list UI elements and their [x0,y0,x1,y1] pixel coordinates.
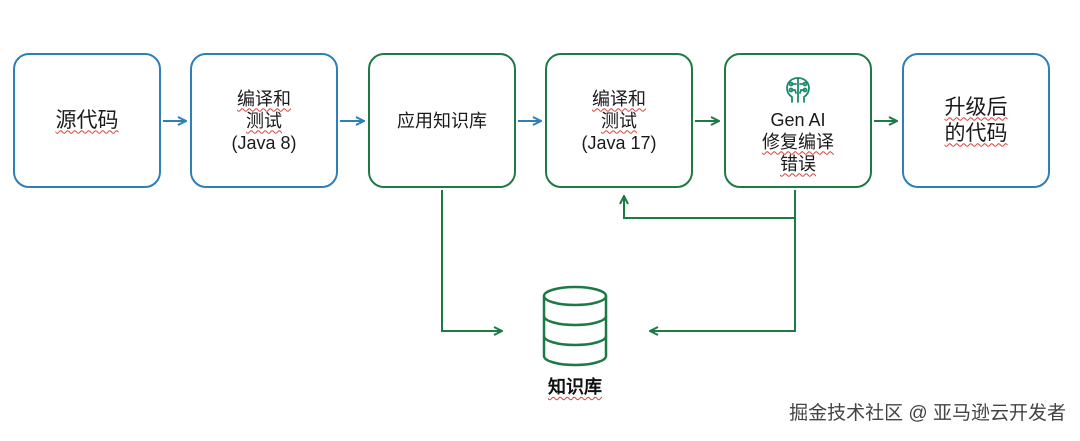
watermark: 掘金技术社区 @ 亚马逊云开发者 [789,403,1066,424]
node-genai-fix: Gen AI 修复编译 错误 [724,53,872,188]
node-label: 编译和 [592,88,646,109]
node-label: 的代码 [944,121,1008,145]
node-label: 应用知识库 [397,110,487,131]
node-label: 测试 [246,110,282,131]
node-upgraded-code: 升级后 的代码 [902,53,1050,188]
arrow-genai-to-database [650,218,796,331]
node-label: 源代码 [55,108,119,132]
node-compile-java17: 编译和 测试 (Java 17) [545,53,693,188]
node-label: 测试 [601,110,637,131]
arrow-knowledge-to-database [441,190,502,331]
database-label: 知识库 [548,377,602,397]
node-label: 错误 [780,153,816,174]
brain-circuit-icon [786,76,810,103]
database-icon [542,285,608,367]
node-compile-java8: 编译和 测试 (Java 8) [190,53,338,188]
node-source-code: 源代码 [13,53,161,188]
node-label: (Java 17) [581,132,657,153]
node-label: Gen AI [770,109,826,130]
node-label: (Java 8) [231,132,297,153]
node-label: 修复编译 [762,131,834,152]
node-label: 编译和 [237,88,291,109]
arrow-genai-loop-back [624,190,796,219]
node-app-knowledge: 应用知识库 [368,53,516,188]
node-label: 升级后 [944,95,1008,119]
